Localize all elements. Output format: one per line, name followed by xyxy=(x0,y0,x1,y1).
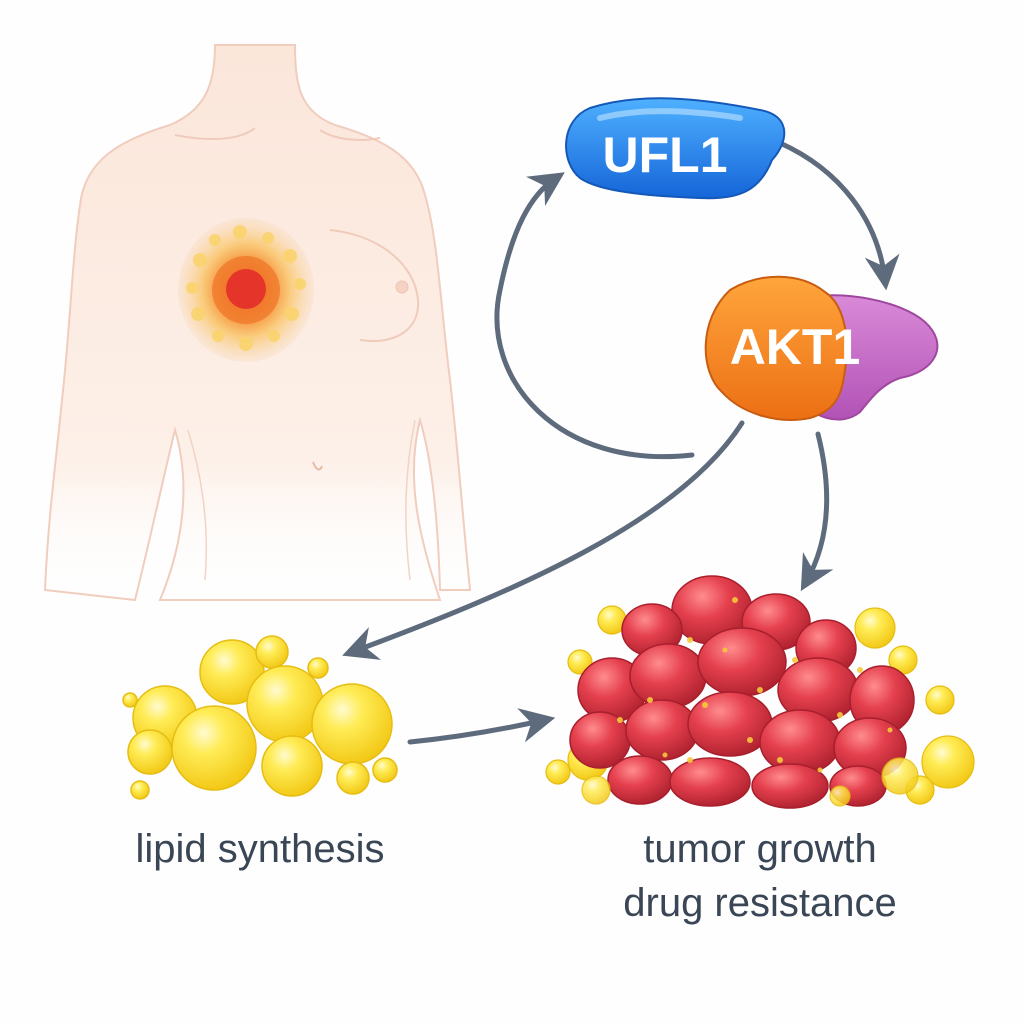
arrow-lipid-to-tumor xyxy=(407,708,556,745)
akt1-protein: AKT1 xyxy=(704,275,939,421)
drug-resistance-label: drug resistance xyxy=(623,881,897,925)
breast-tumor xyxy=(178,218,314,362)
ufl1-label: UFL1 xyxy=(603,127,728,183)
tumor-cluster xyxy=(545,575,975,809)
lipid-synthesis-label: lipid synthesis xyxy=(135,827,385,871)
tumor-outcome-caption: tumor growth drug resistance xyxy=(560,822,960,930)
ufl1-protein: UFL1 xyxy=(565,97,786,200)
lipid-droplets xyxy=(122,635,398,800)
pathway-arrows xyxy=(342,140,900,745)
lipid-synthesis-caption: lipid synthesis xyxy=(80,822,440,876)
tumor-growth-label: tumor growth xyxy=(643,827,877,871)
arrow-ufl1-to-akt1 xyxy=(777,140,900,291)
arrow-akt1-to-ufl1 xyxy=(494,172,695,460)
arrow-akt1-to-lipid xyxy=(342,420,745,660)
akt1-label: AKT1 xyxy=(730,319,861,375)
arrow-akt1-to-tumor xyxy=(800,431,834,592)
